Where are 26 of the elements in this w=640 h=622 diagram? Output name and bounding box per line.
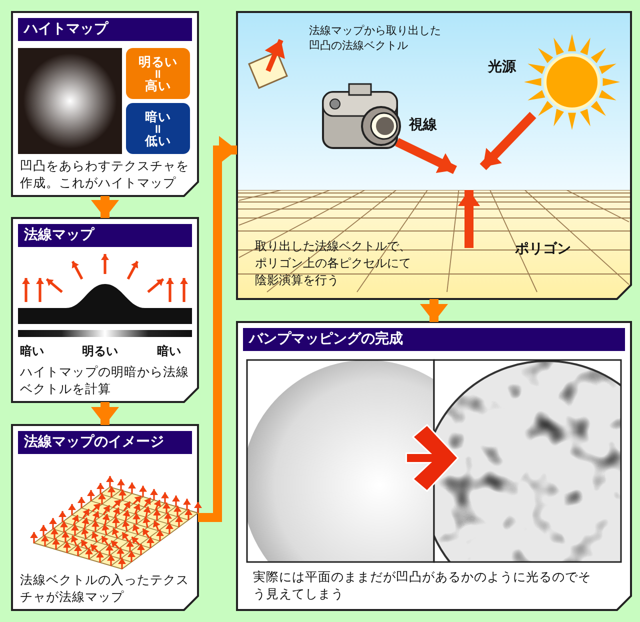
panel [237, 12, 631, 299]
description-text: ハイトマップの明暗から法線ベクトルを計算 [20, 363, 190, 397]
panel-heading: ハイトマップ [18, 18, 192, 41]
description-text: 凹凸をあらわすテクスチャを作成。これがハイトマップ [20, 157, 190, 191]
panel-heading: 法線マップのイメージ [18, 431, 192, 454]
panel-heading: 法線マップ [18, 224, 192, 247]
description-text: 取り出した法線ベクトルで、ポリゴン上の各ピクセルにて陰影演算を行う [255, 238, 412, 289]
description-text: 実際には平面のままだが凹凸があるかのように光るのでそう見えてしまう [253, 568, 592, 602]
panel [12, 12, 198, 196]
label-badge: 暗い = 低い [126, 103, 190, 154]
description-text: 法線ベクトルの入ったテクスチャが法線マップ [20, 571, 190, 605]
text-label: 法線マップから取り出した凹凸の法線ベクトル [309, 23, 442, 53]
panel [12, 218, 198, 402]
label-badge: 明るい = 高い [126, 48, 190, 99]
arrow [198, 136, 237, 522]
text-label: 明るい [82, 343, 118, 360]
text-label: ポリゴン [515, 240, 571, 258]
panel-heading: バンプマッピングの完成 [243, 328, 625, 351]
text-label: 暗い [20, 343, 44, 360]
arrow [91, 196, 119, 218]
text-label: 暗い [157, 343, 181, 360]
text-label: 光源 [488, 58, 516, 76]
panel [237, 322, 631, 610]
text-label: 視線 [409, 116, 437, 134]
arrow [91, 402, 119, 425]
arrow [420, 299, 448, 322]
